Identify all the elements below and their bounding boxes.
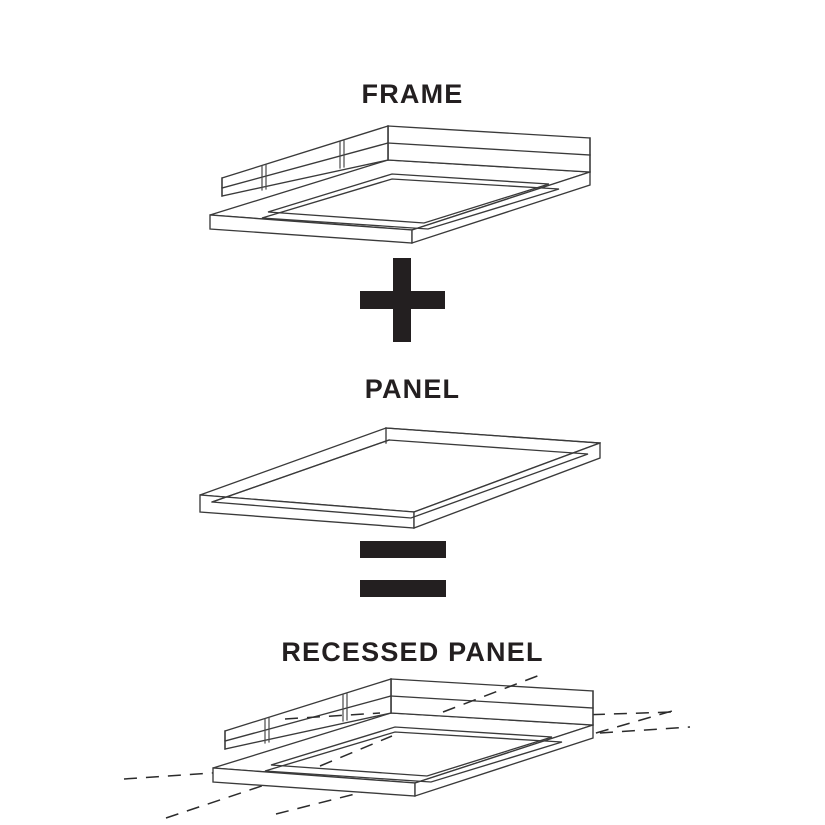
recessed-panel-title: RECESSED PANEL [281, 637, 544, 667]
frame-body [209, 125, 591, 244]
panel-title: PANEL [364, 374, 461, 404]
panel-body [199, 427, 601, 529]
plus-vertical-bar [393, 258, 411, 342]
equals-top-bar [360, 541, 446, 558]
frame-title: FRAME [361, 79, 464, 109]
recessed-assembly-body [212, 678, 594, 797]
equals-bottom-bar [360, 580, 446, 597]
ceiling-plane-dashed-overlay [284, 674, 541, 767]
